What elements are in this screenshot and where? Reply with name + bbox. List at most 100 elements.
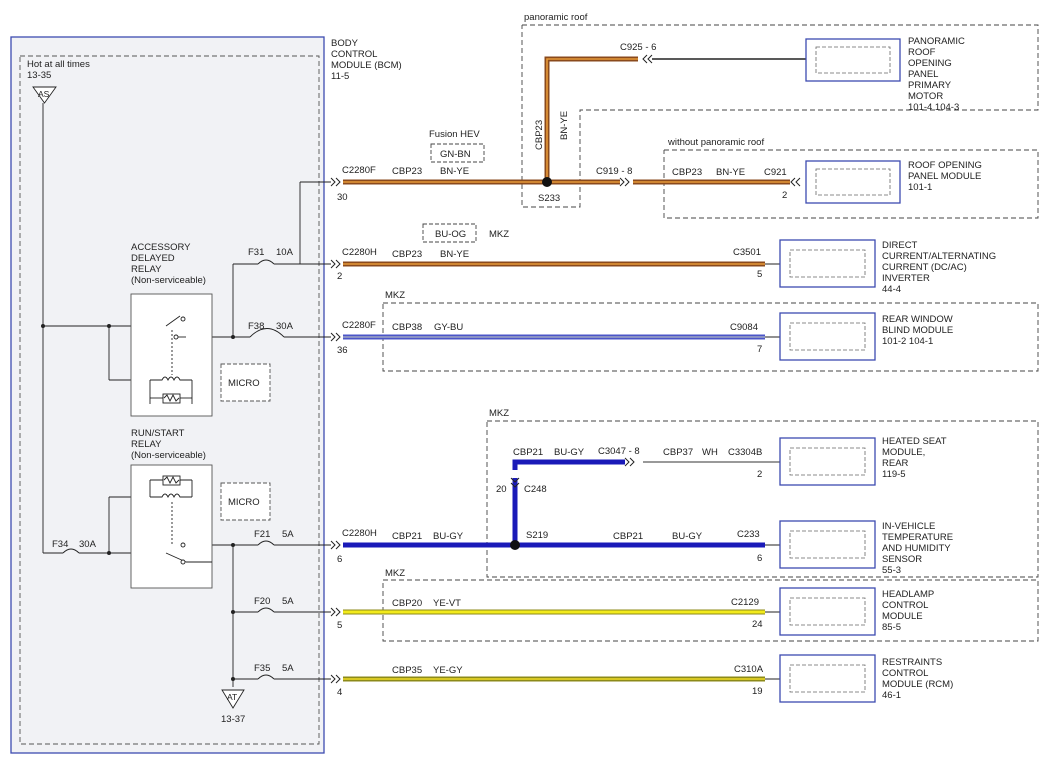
module-box-headlamp [779,587,876,636]
headlamp-line-1: HEADLAMP [882,589,934,600]
panoramic-motor-line-3: OPENING [908,58,952,69]
bcm-label-1: BODY [331,38,359,49]
module-box-panoramic [805,38,901,82]
pin-20: 20 [496,484,507,495]
sensor-line-1: IN-VEHICLE [882,521,935,532]
wire-bn-ye-panoramic [544,56,638,182]
pin-24: 24 [752,619,763,630]
sensor-line-2: TEMPERATURE [882,532,953,543]
c925-label: C925 - 6 [620,42,656,53]
mkz-label-blind: MKZ [385,290,405,301]
inverter-line-2: CURRENT/ALTERNATING [882,251,996,262]
f20-label: F20 [254,596,270,607]
module-box-roof [805,160,901,204]
c2280f-label-1: C2280F [342,165,376,176]
cbp21-label-1: CBP21 [392,531,422,542]
roof-module-line-1: ROOF OPENING [908,160,982,171]
gy-bu-label: GY-BU [434,322,463,333]
hot-ref: 13-35 [27,70,51,81]
bu-og-label: BU-OG [435,229,466,240]
bn-ye-vertical-label: BN-YE [559,111,570,140]
module-labels: PANORAMIC ROOF OPENING PANEL PRIMARY MOT… [882,36,996,701]
c921-label: C921 [764,167,787,178]
junction-dots [41,324,235,681]
connector-chevrons [330,54,801,684]
cbp20-label: CBP20 [392,598,422,609]
f20-amp: 5A [282,596,294,607]
seat-line-2: MODULE, [882,447,925,458]
rcm-line-1: RESTRAINTS [882,657,942,668]
at-triangle-icon [221,689,245,709]
c233-label: C233 [737,529,760,540]
seat-line-1: HEATED SEAT [882,436,947,447]
c2129-label: C2129 [731,597,759,608]
bu-og-tag [422,223,477,243]
mkz-label-headlamp: MKZ [385,568,405,579]
sensor-line-5: 55-3 [882,565,901,576]
cbp23-label-2: CBP23 [672,167,702,178]
c3047-label: C3047 - 8 [598,446,640,457]
module-box-seat [779,437,876,486]
mkz-label-inverter: MKZ [489,229,509,240]
panoramic-motor-line-6: MOTOR [908,91,943,102]
acc-relay-label-4: (Non-serviceable) [131,275,206,286]
pin-4: 4 [337,687,342,698]
bu-gy-label-seat: BU-GY [554,447,585,458]
at-label: AT [227,692,237,702]
bcm-inner [19,55,320,745]
acc-relay-label-3: RELAY [131,264,162,275]
panoramic-motor-line-1: PANORAMIC [908,36,965,47]
ye-gy-label: YE-GY [433,665,463,676]
panoramic-motor-line-7: 101-4 104-3 [908,102,959,113]
pin-30: 30 [337,192,348,203]
f31-label: F31 [248,247,264,258]
c248-label: C248 [524,484,547,495]
seat-line-3: REAR [882,458,909,469]
s219-label: S219 [526,530,548,541]
sensor-line-3: AND HUMIDITY [882,543,951,554]
fusion-hev-label: Fusion HEV [429,129,480,140]
splice-s219 [510,540,520,550]
inverter-line-3: CURRENT (DC/AC) [882,262,967,273]
cbp38-label: CBP38 [392,322,422,333]
pin-2-inverter: 2 [337,271,342,282]
module-stub-wires [652,58,810,680]
roof-module-line-2: PANEL MODULE [908,171,981,182]
inverter-line-4: INVERTER [882,273,930,284]
c3304b-label: C3304B [728,447,762,458]
sensor-line-4: SENSOR [882,554,922,565]
f38-amp: 30A [276,321,294,332]
bn-ye-label-1: BN-YE [440,166,469,177]
bu-gy-label-2: BU-GY [672,531,703,542]
c9084-label: C9084 [730,322,758,333]
bcm-label-4: 11-5 [331,71,349,82]
c2280h-label-2: C2280H [342,528,377,539]
inverter-line-5: 44-4 [882,284,901,295]
module-box-rcm [779,654,876,703]
cbp35-label: CBP35 [392,665,422,676]
panoramic-motor-line-4: PANEL [908,69,938,80]
pin-6-bcm: 6 [337,554,342,565]
as-triangle-icon [32,86,57,104]
bcm-label-3: MODULE (BCM) [331,60,402,71]
bcm-label-2: CONTROL [331,49,377,60]
wire-bu-gy [343,459,765,548]
module-boxes [779,38,901,703]
headlamp-line-2: CONTROL [882,600,928,611]
f34-label: F34 [52,539,68,550]
s233-label: S233 [538,193,560,204]
c2280h-label-1: C2280H [342,247,377,258]
pin-2-roof: 2 [782,190,787,201]
rcm-line-3: MODULE (RCM) [882,679,953,690]
panoramic-roof-label: panoramic roof [524,12,588,23]
c310a-label: C310A [734,664,764,675]
without-panoramic-roof-label: without panoramic roof [667,137,764,148]
f35-amp: 5A [282,663,294,674]
cbp21-label-2: CBP21 [613,531,643,542]
panoramic-motor-line-2: ROOF [908,47,936,58]
cbp23-label-1: CBP23 [392,166,422,177]
cbp37-label: CBP37 [663,447,693,458]
blind-line-2: BLIND MODULE [882,325,953,336]
f38-label: F38 [248,321,264,332]
